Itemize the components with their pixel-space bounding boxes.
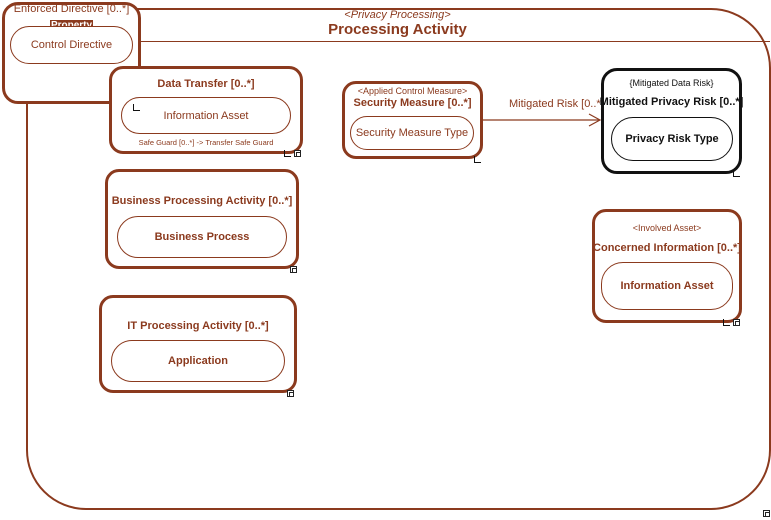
enforced-directive-label: Enforced Directive [0..*] [13, 3, 130, 15]
security-measure-corner-icon[interactable] [474, 156, 481, 163]
business-processing-label: Business Processing Activity [0..*] [111, 195, 293, 207]
concerned-information-expand-icon[interactable] [733, 319, 740, 326]
security-measure-type-pill[interactable]: Security Measure Type [350, 116, 474, 150]
mitigated-risk-connector[interactable] [483, 112, 603, 128]
concerned-information-label: Concerned Information [0..*] [593, 242, 741, 254]
main-title: Processing Activity [328, 21, 467, 38]
mitigated-risk-label: Mitigated Privacy Risk [0..*] [599, 96, 744, 108]
concerned-information-stereotype: <Involved Asset> [632, 223, 702, 233]
control-directive-pill[interactable]: Control Directive [10, 26, 133, 64]
business-processing-expand-icon[interactable] [290, 266, 297, 273]
concerned-information-type-pill[interactable]: Information Asset [601, 262, 733, 310]
data-transfer-label: Data Transfer [0..*] [157, 78, 255, 90]
business-process-pill[interactable]: Business Process [117, 216, 287, 258]
concerned-information-corner-icon[interactable] [723, 319, 730, 326]
it-processing-expand-icon[interactable] [287, 390, 294, 397]
security-measure-label: Security Measure [0..*] [353, 97, 472, 109]
privacy-risk-type-pill[interactable]: Privacy Risk Type [611, 117, 733, 161]
mitigated-risk-corner-icon[interactable] [733, 170, 740, 177]
data-transfer-note: Safe Guard [0..*] -> Transfer Safe Guard [138, 138, 274, 147]
security-measure-stereotype: <Applied Control Measure> [357, 86, 468, 96]
data-transfer-type-pill[interactable]: Information Asset [121, 97, 291, 134]
data-transfer-link-icon[interactable] [133, 104, 140, 111]
data-transfer-corner-icon[interactable] [284, 150, 291, 157]
connector-label: Mitigated Risk [0..*] [509, 98, 604, 110]
it-processing-label: IT Processing Activity [0..*] [127, 320, 269, 332]
mitigated-risk-stereotype: {Mitigated Data Risk} [629, 78, 714, 88]
header-divider [140, 41, 770, 42]
application-pill[interactable]: Application [111, 340, 285, 382]
data-transfer-expand-icon[interactable] [294, 150, 301, 157]
main-stereotype: <Privacy Processing> [344, 9, 451, 21]
processing-activity-expand-icon[interactable] [763, 510, 770, 517]
